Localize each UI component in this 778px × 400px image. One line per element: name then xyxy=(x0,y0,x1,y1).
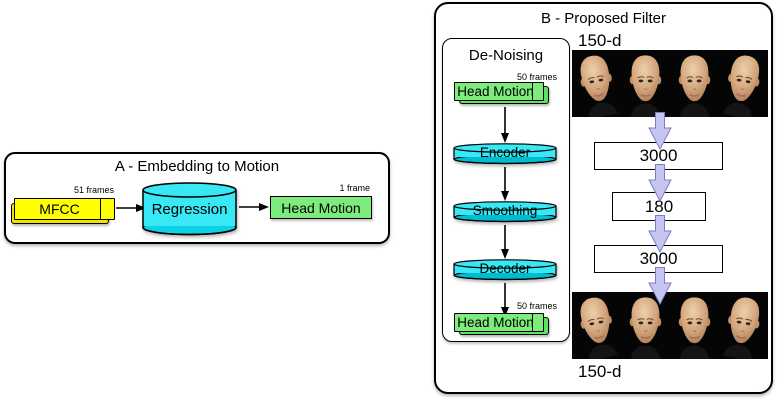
head-motion-in-frames-label: 50 frames xyxy=(516,72,557,82)
arrow-down-icon xyxy=(501,167,509,201)
decoder-cylinder: Decoder xyxy=(453,259,557,281)
layer-value: 3000 xyxy=(639,249,678,268)
smoothing-cylinder: Smoothing xyxy=(453,201,557,223)
head-motion-a-label: Head Motion xyxy=(281,199,361,216)
layer-box-3000-bottom: 3000 xyxy=(594,245,723,273)
panel-a-title: A - Embedding to Motion xyxy=(114,158,280,175)
face-tile xyxy=(719,50,768,117)
head-motion-in-divider xyxy=(532,83,533,100)
face-tile xyxy=(670,50,719,117)
panel-b-title: B - Proposed Filter xyxy=(540,10,667,27)
mfcc-divider xyxy=(100,199,101,219)
arrow-right-icon xyxy=(239,203,269,211)
head-motion-a-frames-label: 1 frame xyxy=(339,183,370,193)
head-motion-out-front: Head Motion xyxy=(454,313,544,332)
arrow-down-icon xyxy=(501,225,509,259)
regression-cylinder: Regression xyxy=(142,182,237,236)
face-strip-top xyxy=(572,50,768,117)
face-tile xyxy=(621,50,670,117)
mfcc-frames-label: 51 frames xyxy=(73,185,114,195)
block-arrow-down-icon xyxy=(648,267,672,305)
block-arrow-down-icon xyxy=(648,112,672,150)
face-tile xyxy=(719,292,768,359)
block-arrow-down-icon xyxy=(648,164,672,202)
face-strip-bottom xyxy=(572,292,768,359)
face-tile xyxy=(572,292,621,359)
denoising-box: De-Noising 50 frames Head Motion Encoder xyxy=(442,38,570,342)
denoising-title: De-Noising xyxy=(468,47,544,64)
head-motion-out-divider xyxy=(532,314,533,331)
regression-label: Regression xyxy=(151,201,228,218)
head-motion-out-box: Head Motion xyxy=(454,313,554,336)
arrow-down-icon xyxy=(501,283,509,317)
head-motion-out-frames-label: 50 frames xyxy=(516,301,557,311)
block-arrow-down-icon xyxy=(648,215,672,253)
mfcc-box-front: MFCC xyxy=(14,198,115,220)
panel-proposed-filter: B - Proposed Filter De-Noising 50 frames… xyxy=(434,2,773,394)
head-motion-out-label: Head Motion xyxy=(457,315,534,330)
arrow-right-icon xyxy=(116,204,146,212)
face-tile xyxy=(670,292,719,359)
layer-value: 180 xyxy=(644,196,674,216)
encoder-cylinder: Encoder xyxy=(453,143,557,165)
layer-box-3000-top: 3000 xyxy=(594,142,723,170)
face-tile xyxy=(621,292,670,359)
decoder-label: Decoder xyxy=(479,261,531,276)
head-motion-in-label: Head Motion xyxy=(457,84,534,99)
head-motion-in-box: Head Motion xyxy=(454,82,554,105)
face-tile xyxy=(572,50,621,117)
panel-embedding-to-motion: A - Embedding to Motion 51 frames MFCC R… xyxy=(4,152,390,244)
mfcc-label: MFCC xyxy=(39,201,80,217)
dimension-label-top: 150-d xyxy=(578,31,622,50)
mfcc-box: MFCC xyxy=(11,198,118,226)
layer-value: 3000 xyxy=(639,146,678,165)
dimension-label-bottom: 150-d xyxy=(578,362,622,381)
encoder-label: Encoder xyxy=(479,145,531,160)
head-motion-in-front: Head Motion xyxy=(454,82,544,101)
smoothing-label: Smoothing xyxy=(472,203,538,218)
head-motion-a-box: Head Motion xyxy=(270,196,372,219)
arrow-down-icon xyxy=(501,107,509,143)
